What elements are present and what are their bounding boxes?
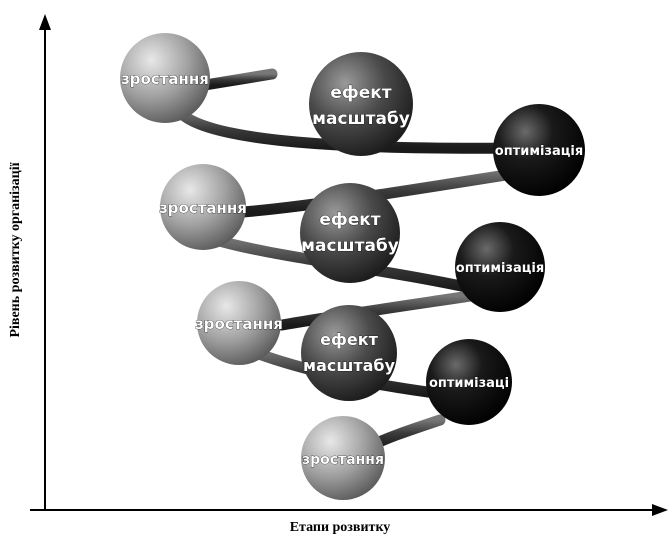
stage-ball-growth-1: зростання [120, 33, 210, 123]
ball [309, 52, 413, 156]
stage-ball-scale-1: ефект масштабу [309, 52, 413, 156]
x-axis-arrow-icon [652, 504, 668, 516]
ball [301, 305, 397, 401]
ball-label-line1: ефект [330, 83, 391, 103]
ball [455, 222, 545, 312]
ball [300, 183, 400, 283]
ball-label: оптимізація [456, 261, 544, 276]
x-axis-label: Етапи розвитку [289, 520, 391, 535]
ball [120, 33, 210, 123]
stage-ball-optimization-1: оптимізація [493, 104, 585, 196]
ball-label-line1: ефект [319, 210, 380, 230]
ball [426, 339, 512, 425]
ball-label-line2: масштабу [312, 109, 410, 129]
ball [197, 281, 281, 365]
spiral-segment-top [199, 68, 278, 91]
ball-label: оптимізаці [429, 376, 509, 391]
ball [493, 104, 585, 196]
y-axis-label: Рівень розвитку організації [8, 162, 23, 338]
stage-ball-optimization-3: оптимізаці [426, 339, 512, 425]
ball-label-line2: масштабу [301, 236, 399, 256]
ball-label-line2: масштабу [303, 356, 396, 375]
y-axis-arrow-icon [39, 14, 51, 30]
ball-label: зростання [121, 70, 209, 88]
ball-label: оптимізація [495, 144, 583, 159]
ball-label-line1: ефект [320, 330, 378, 349]
ball-label: зростання [302, 452, 384, 468]
stage-ball-scale-2: ефект масштабу [300, 183, 400, 283]
ball-label: зростання [195, 315, 283, 333]
ball [301, 416, 385, 500]
ball [160, 164, 246, 250]
stage-ball-scale-3: ефект масштабу [301, 305, 397, 401]
spiral-segment-1 [172, 104, 526, 154]
stage-ball-growth-3: зростання [195, 281, 283, 365]
stage-ball-optimization-2: оптимізація [455, 222, 545, 312]
ball-label: зростання [159, 199, 247, 217]
stage-ball-growth-2: зростання [159, 164, 247, 250]
stage-ball-growth-4: зростання [301, 416, 385, 500]
